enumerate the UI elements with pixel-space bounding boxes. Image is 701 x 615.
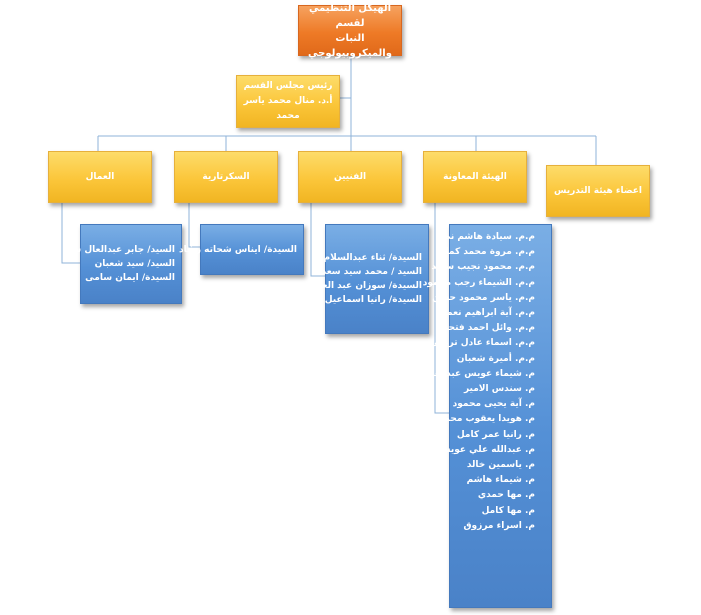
member-item: م. رانيا عمر كامل [456,429,535,440]
member-item: السيدة/ ايناس شحاته رشاد [178,244,297,255]
member-item: م. شيماء عويس عبدالغني [421,368,535,379]
dept-label-technicians: الفنيين [333,171,367,182]
member-item: م.م. محمود نجيب سعيد [431,262,535,273]
org-head-line2: النبات والميكروبيولوجي [308,32,392,59]
member-item: م.م. آية ابراهيم نعمان [435,308,535,319]
members-box-assistant-staff: م.م. سيادة هاشم نصر م.م. مروة محمد كمال … [421,224,552,608]
member-item: السيدة/ رانيا اسماعيل [324,295,422,305]
dept-label-workers: العمال [85,171,115,182]
dept-label-assistant-staff: الهيئة المعاونة [443,171,507,182]
member-item: م.م. أميرة شعبان [456,353,535,364]
members-box-technicians: السيدة/ ثناء عبدالسلام السيد / محمد سيد … [303,224,429,334]
member-item: السيدة/ ثناء عبدالسلام [323,253,422,263]
member-item: م.م. مروة محمد كمال [437,247,535,258]
member-item: م. سندس الامير [463,384,535,395]
dept-label-secretariat: السكرتارية [202,171,250,182]
member-item: م.م. سيادة هاشم نصر [436,232,535,242]
org-head-line1: الهيكل التنظيمي لقسم [308,2,392,29]
member-item: السيدة/ ايمان سامى [85,273,175,283]
members-box-secretariat: السيدة/ ايناس شحاته رشاد [178,224,304,275]
council-head-title: رئيس مجلس القسم [243,81,333,91]
members-box-workers: السيد/ جابر عبدالعال سيد السيد/ سيد شعبا… [63,224,182,304]
member-item: م.م. ياسر محمود حسن [432,292,535,303]
member-item: م. عبدالله علي عويس [438,444,535,455]
dept-box-technicians: الفنيين [298,151,402,203]
member-item: م.م. اسماء عادل ترغلي [429,338,535,349]
member-item: م. اسراء مرزوق [463,520,536,531]
member-item: م. آية يحيى محمود [452,399,535,410]
member-item: م. مها كامل [481,505,535,516]
connector-technicians-members [310,203,325,277]
member-item: السيد/ سيد شعبان [94,259,175,269]
member-item: م. مها حمدي [477,490,535,501]
member-item: م. ياسمين خالد [466,460,535,471]
council-head-name: أ.د. منال محمد ياسر محمد [243,96,333,121]
dept-box-workers: العمال [48,151,152,203]
connector-assistant-members [434,203,449,414]
member-item: م. شيماء هاشم [466,475,535,486]
dept-label-faculty: اعضاء هيئة التدريس [554,185,643,196]
connector-workers-members [61,203,80,264]
member-item: م. هويدا يعقوب محمد [439,414,535,425]
org-head-box: الهيكل التنظيمي لقسم النبات والميكروبيول… [298,3,402,59]
dept-box-faculty: اعضاء هيئة التدريس [546,165,650,217]
member-item: السيدة/ سوزان عبد العظيم [303,281,422,291]
council-head-box: رئيس مجلس القسم أ.د. منال محمد ياسر محمد [236,75,340,128]
member-item: م.م. وائل احمد فتحي [439,323,535,334]
member-item: م.م. الشيماء رجب محمود [422,277,535,288]
connector-secretariat-members [188,203,200,248]
dept-box-secretariat: السكرتارية [174,151,278,203]
member-item: السيد / محمد سيد سعد [321,267,422,277]
member-item: السيد/ جابر عبدالعال سيد [63,245,175,255]
dept-box-assistant-staff: الهيئة المعاونة [423,151,527,203]
